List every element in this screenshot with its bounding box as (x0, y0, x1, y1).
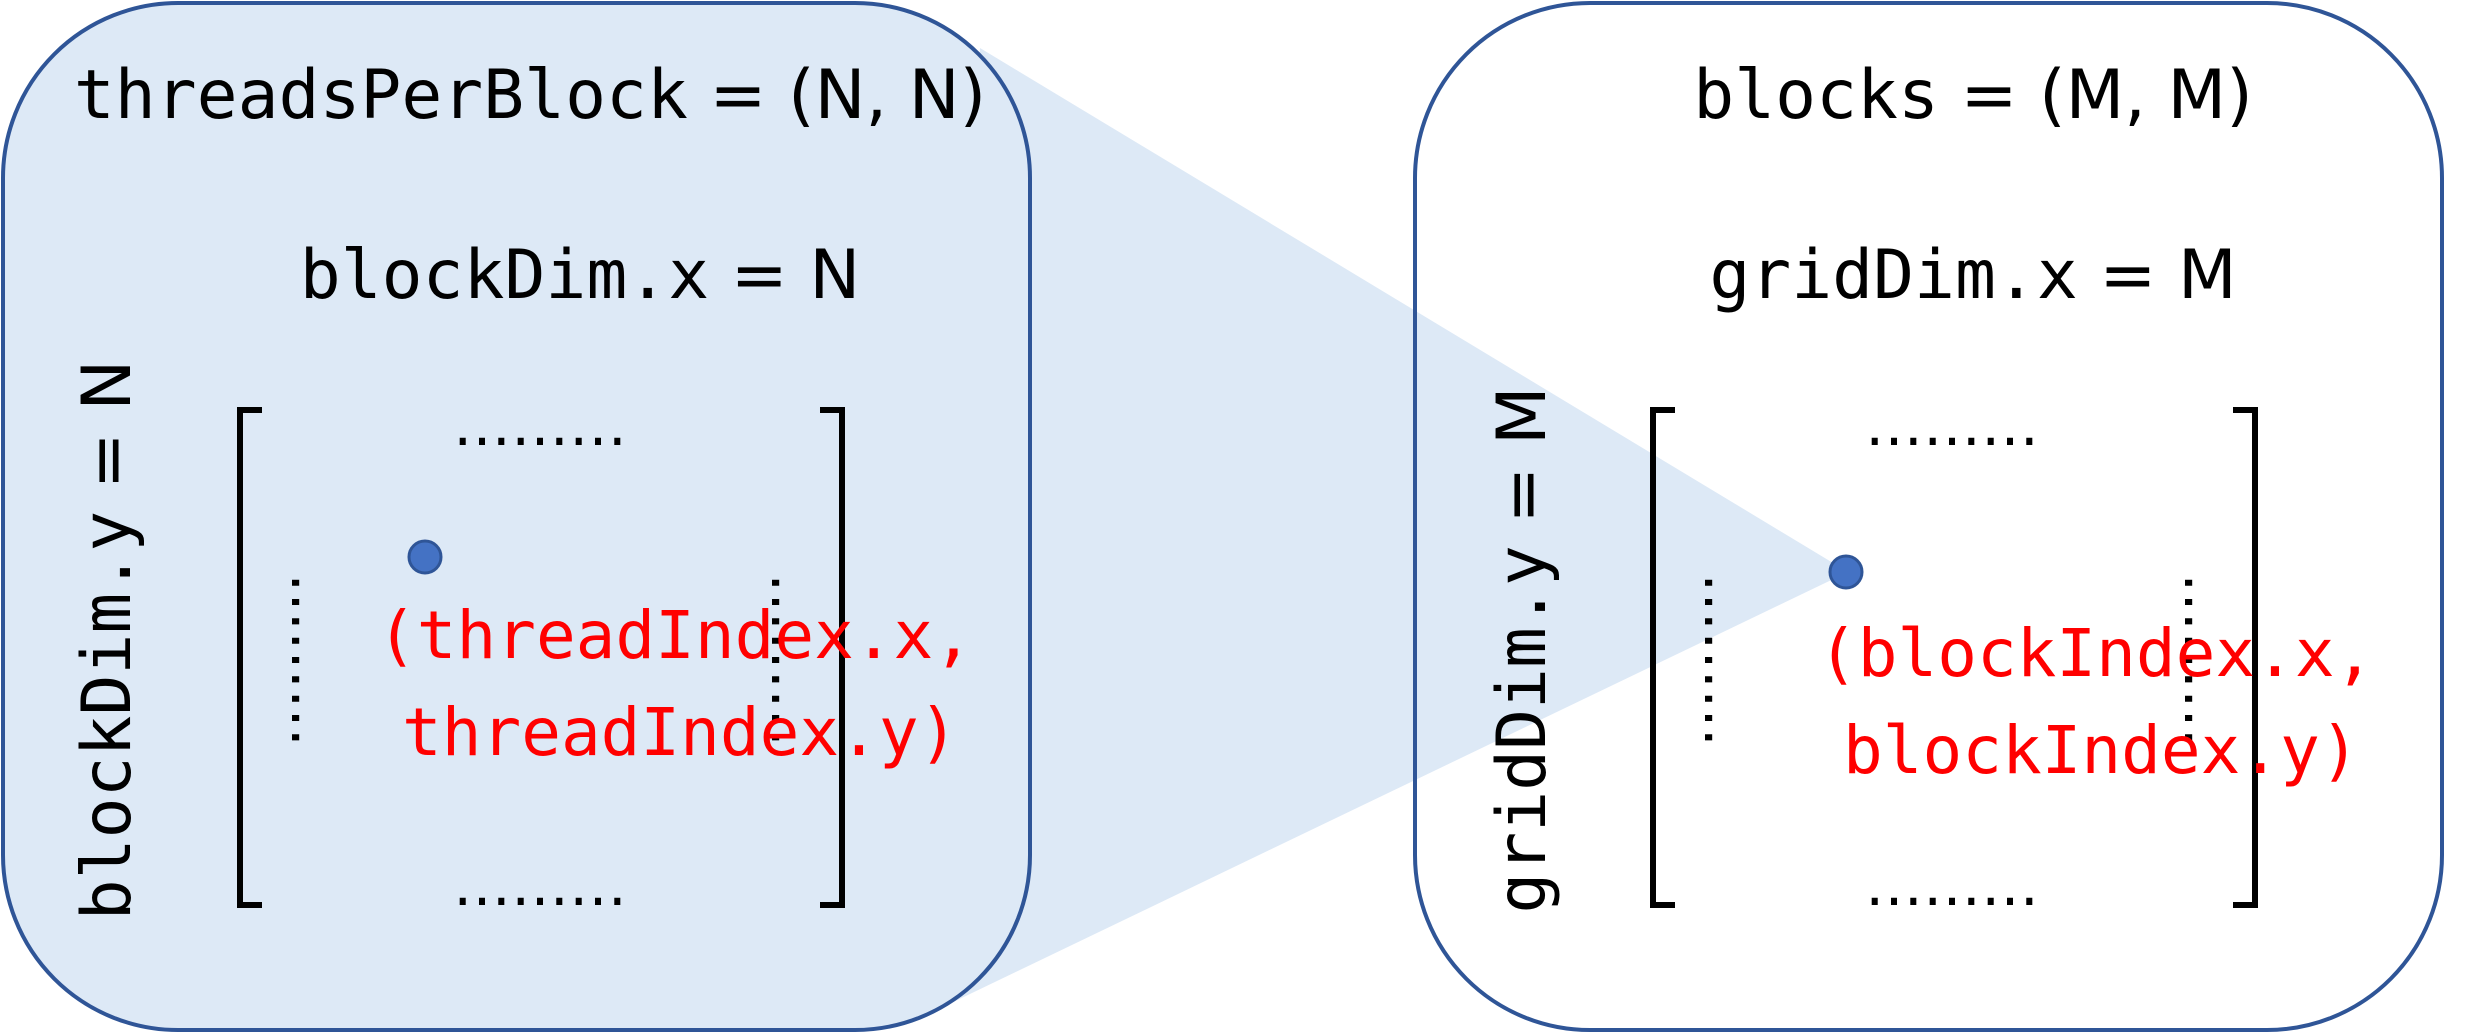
block-matrix-left-bracket (237, 407, 262, 908)
grid-panel: blocks = (M, M) gridDim.x = M gridDim.y … (1413, 1, 2444, 1032)
grid-dim-x-label: gridDim.x = M (1709, 236, 2236, 315)
block-top-dots: ……… (453, 391, 627, 459)
projection-wedge (920, 48, 1848, 1018)
thread-index-y-label: threadIndex.y) (402, 694, 958, 771)
grid-matrix-right-bracket (2233, 407, 2258, 908)
block-right-dots: ……… (758, 573, 826, 747)
threads-per-block-label: threadsPerBlock = (N, N) (74, 56, 986, 135)
grid-left-dots: ……… (1691, 573, 1759, 747)
grid-right-dots: ……… (2171, 573, 2239, 747)
block-left-dots: ……… (278, 573, 346, 747)
grid-bottom-dots: ……… (1865, 851, 2039, 919)
block-index-x-label: (blockIndex.x, (1818, 615, 2374, 692)
grid-panel-box (1413, 1, 2444, 1032)
thread-index-x-label: (threadIndex.x, (377, 597, 973, 674)
grid-matrix-left-bracket (1650, 407, 1675, 908)
thread-dot (407, 539, 443, 575)
block-bottom-dots: ……… (453, 851, 627, 919)
block-index-y-label: blockIndex.y) (1843, 712, 2360, 789)
block-matrix-right-bracket (820, 407, 845, 908)
block-dim-x-label: blockDim.x = N (300, 236, 860, 315)
block-dot (1828, 554, 1864, 590)
block-dim-y-label: blockDim.y = N (68, 360, 147, 920)
blocks-label: blocks = (M, M) (1693, 56, 2252, 135)
block-panel-box (1, 1, 1032, 1032)
grid-dim-y-label: gridDim.y = M (1483, 386, 1562, 913)
block-panel: threadsPerBlock = (N, N) blockDim.x = N … (1, 1, 1032, 1032)
grid-top-dots: ……… (1865, 391, 2039, 459)
